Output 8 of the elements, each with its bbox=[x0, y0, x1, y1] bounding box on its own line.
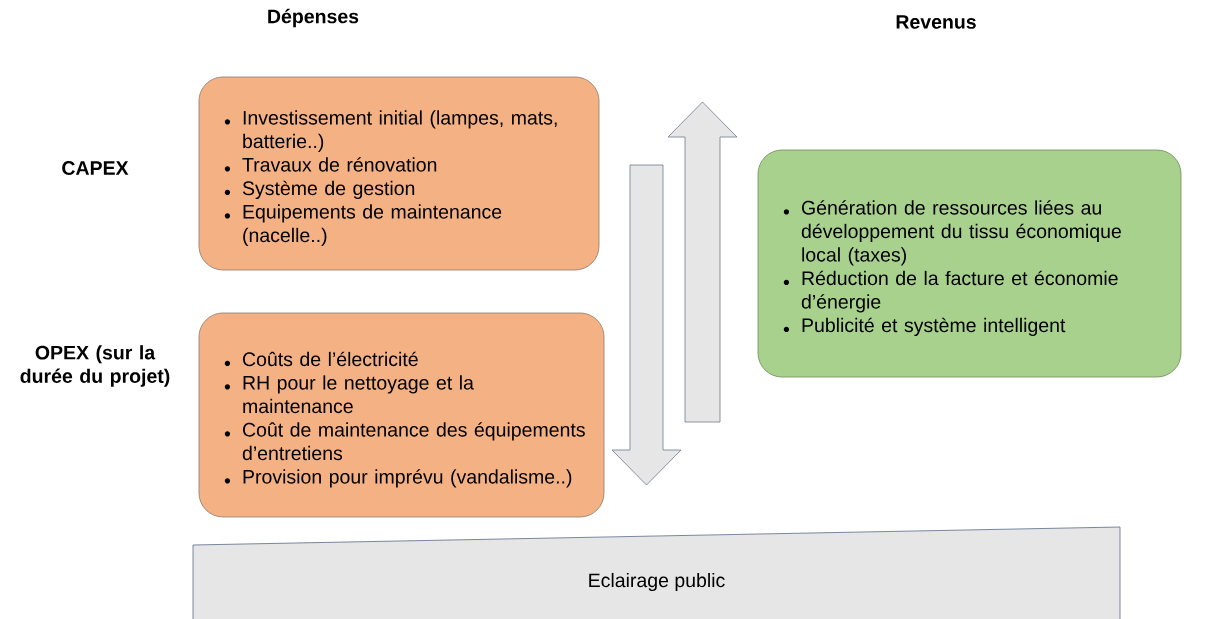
bullet-list-box: Investissement initial (lampes, mats, batterie..) Travaux de rénovation Système de gestion Equipements de maintenance (nacelle..) bbox=[198, 76, 600, 271]
row-label: OPEX (sur la durée du projet) bbox=[20, 345, 170, 387]
column-heading: Revenus bbox=[896, 15, 976, 29]
bullet-list-box: Génération de ressources liées au développement du tissu économique local (taxes) Réduction de la facture et économie d’énergie Publicité et système intelligent bbox=[757, 149, 1182, 378]
bullet-list-box: Coûts de l’électricité RH pour le nettoyage et la maintenance Coût de maintenance des équipements d’entretiens Provision pour imprévu (vandalisme..) bbox=[198, 312, 605, 518]
base-band: Eclairage public bbox=[192, 526, 1121, 619]
column-heading: Dépenses bbox=[268, 8, 359, 28]
row-label: CAPEX bbox=[62, 161, 129, 175]
